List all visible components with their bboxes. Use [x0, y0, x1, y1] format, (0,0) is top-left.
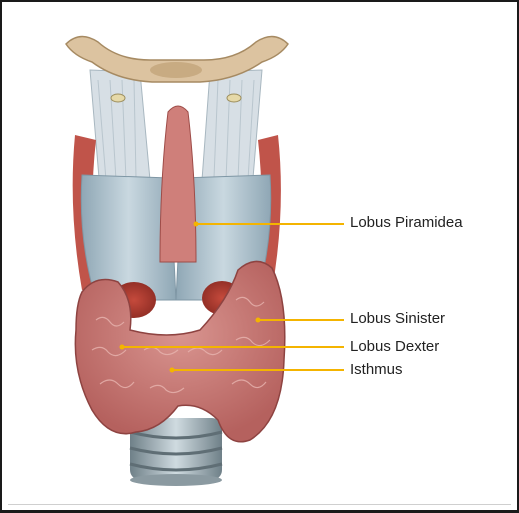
pyramidal-lobe [160, 106, 196, 262]
label-isthmus: Isthmus [350, 361, 403, 379]
label-lobus-dexter: Lobus Dexter [350, 338, 439, 356]
label-lobus-piramidea: Lobus Piramidea [350, 214, 463, 232]
label-lobus-sinister: Lobus Sinister [350, 310, 445, 328]
